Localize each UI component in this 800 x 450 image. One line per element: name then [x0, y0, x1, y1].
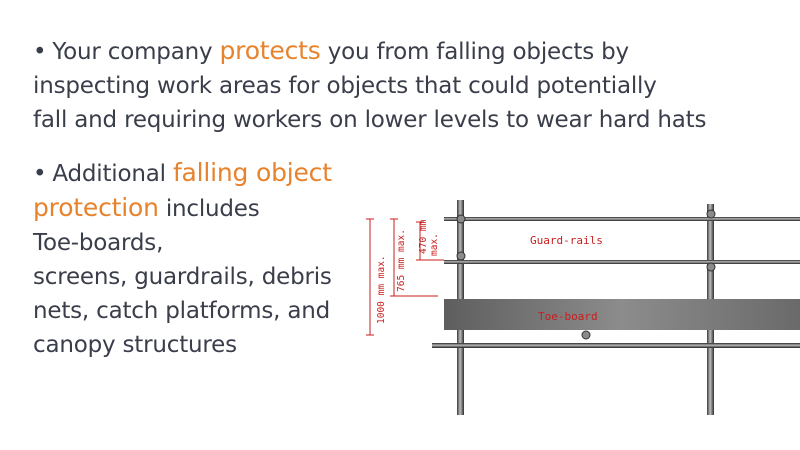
label-toeboard: Toe-board	[538, 310, 598, 323]
paragraph2-line2: protection includes	[33, 191, 363, 226]
coupler	[706, 262, 716, 272]
text: Your company	[52, 39, 220, 65]
dimension-470mm: 470 mm	[418, 219, 429, 254]
bullet: •	[33, 161, 47, 187]
label-guardrails: Guard-rails	[530, 234, 603, 247]
coupler	[456, 214, 466, 224]
dimension-1000mm: 1000 mm max.	[376, 255, 387, 324]
highlight-falling-object: falling object	[172, 158, 332, 187]
text: you from falling objects by	[320, 39, 629, 65]
top-rail	[444, 217, 800, 221]
guardrail-toeboard-diagram: 1000 mm max. 765 mm max. 470 mm max. Gua…	[366, 200, 800, 415]
dimension-765mm: 765 mm max.	[396, 229, 407, 292]
mid-rail	[444, 260, 800, 264]
paragraph-company-protection: •Your company protects you from falling …	[33, 34, 753, 137]
ledger-rail	[432, 343, 800, 348]
toe-board	[444, 299, 800, 330]
paragraph2-line6: canopy structures	[33, 332, 237, 358]
text: Additional	[52, 161, 173, 187]
coupler	[706, 209, 716, 219]
dimension-lines	[366, 218, 444, 336]
paragraph2-line3: Toe-boards,	[33, 230, 164, 256]
paragraph2-line4: screens, guardrails, debris	[33, 264, 332, 290]
coupler	[456, 251, 466, 261]
paragraph1-line3: fall and requiring workers on lower leve…	[33, 107, 707, 133]
highlight-protects: protects	[219, 36, 321, 65]
paragraph1-line1: •Your company protects you from falling …	[33, 34, 753, 69]
dimension-470mm-max: max.	[429, 233, 440, 256]
paragraph-additional-protection: •Additional falling object protection in…	[33, 156, 363, 362]
text: includes	[158, 196, 260, 222]
coupler	[581, 330, 591, 340]
highlight-protection: protection	[33, 193, 159, 222]
paragraph2-line5: nets, catch platforms, and	[33, 298, 331, 324]
paragraph1-line2: inspecting work areas for objects that c…	[33, 73, 657, 99]
bullet: •	[33, 39, 47, 65]
paragraph2-line1: •Additional falling object	[33, 156, 363, 191]
